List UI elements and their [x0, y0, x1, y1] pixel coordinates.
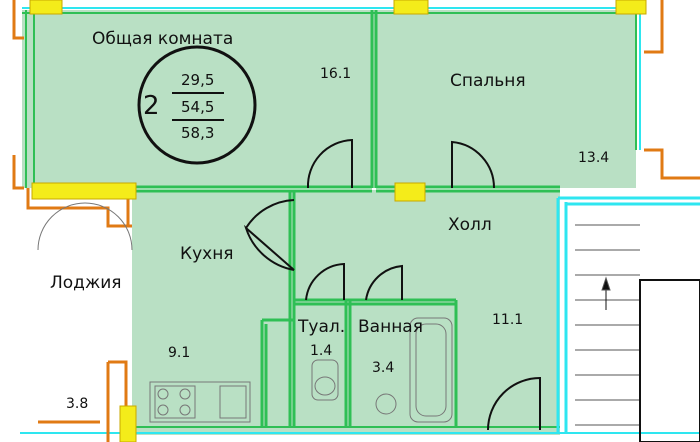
doors	[37, 138, 541, 431]
bath-fixtures	[311, 317, 453, 423]
area-with-loggia: 58,3	[181, 124, 214, 142]
apartment-badge: 2 29,5 54,5 58,3	[137, 45, 257, 165]
bedroom-area-value: 13.4	[578, 150, 609, 166]
window-bottom	[119, 405, 137, 442]
bathroom-area	[346, 300, 456, 425]
area-living: 29,5	[181, 71, 214, 89]
orange-outlines	[12, 0, 700, 442]
kitchen-fixtures	[149, 381, 251, 423]
stairs	[575, 224, 700, 442]
loggia-area-value: 3.8	[66, 396, 88, 412]
bathroom-name: Ванная	[358, 317, 423, 337]
living-room-area-value: 16.1	[320, 66, 351, 82]
rooms-count: 2	[143, 91, 160, 121]
window-kitchen	[31, 182, 137, 200]
windows	[29, 0, 647, 442]
bedroom-name: Спальня	[450, 71, 526, 91]
entrance-wall	[556, 196, 700, 433]
hall-name: Холл	[448, 215, 492, 235]
toilet-area-value: 1.4	[310, 343, 332, 359]
loggia-area	[36, 200, 132, 435]
living-room-name: Общая комната	[92, 29, 233, 49]
kitchen-area-value: 9.1	[168, 345, 190, 361]
stair-area	[560, 195, 700, 442]
window-top-left	[29, 0, 63, 15]
kitchen-name: Кухня	[180, 244, 234, 264]
living-room-area	[22, 10, 374, 188]
window-hall	[394, 182, 426, 202]
loggia-name: Лоджия	[50, 273, 122, 293]
window-top-right	[615, 0, 647, 15]
toilet-area	[262, 322, 346, 427]
area-total: 54,5	[181, 98, 214, 116]
bedroom-area	[374, 10, 636, 188]
window-top-center	[393, 0, 429, 15]
bathroom-area-value: 3.4	[372, 360, 394, 376]
toilet-name: Туал.	[297, 317, 345, 337]
hall-area-value: 11.1	[492, 312, 523, 328]
